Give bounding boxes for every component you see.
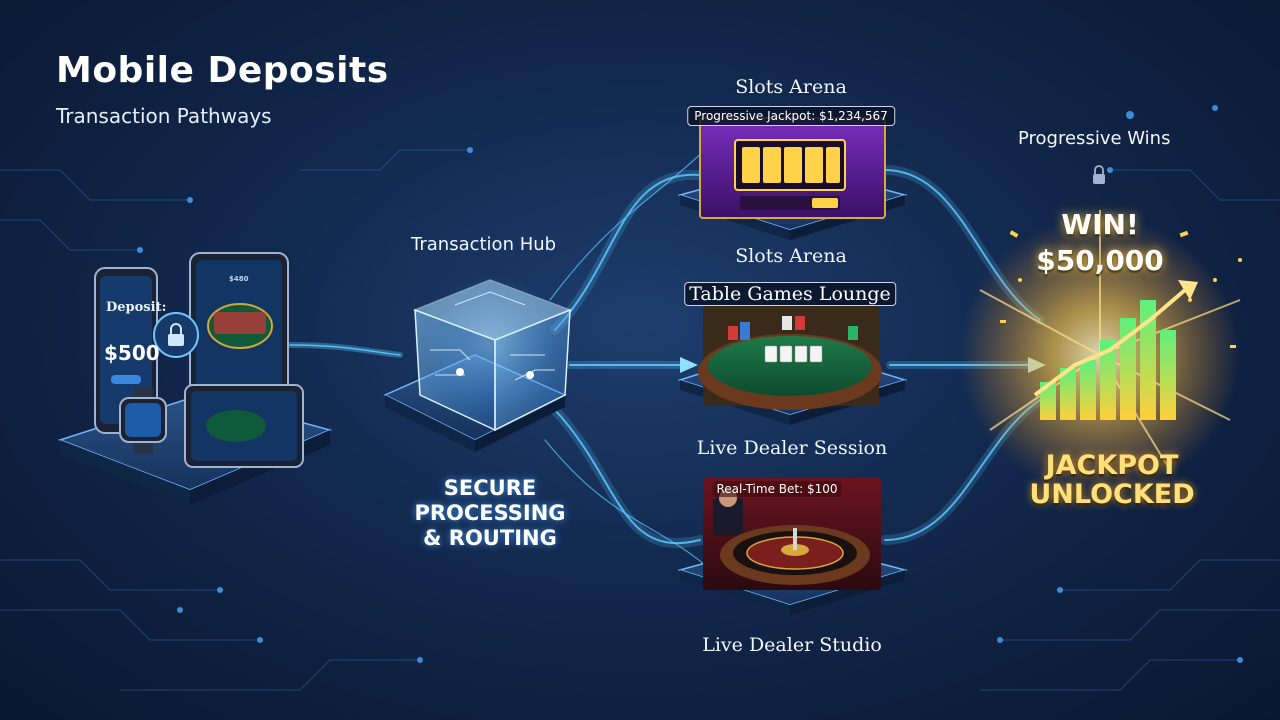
circuit-nodes [137,105,1243,663]
page-title: Mobile Deposits [56,50,389,91]
hub-caption-line: SECURE [443,476,537,500]
live-dealer-session-label: Live Dealer Session [696,437,888,459]
hub-caption: SECURE PROCESSING & ROUTING [414,476,565,551]
slots-arena-label-bottom: Slots Arena [735,245,847,267]
tablet-device-lower [184,384,304,468]
progressive-jackpot-banner: Progressive Jackpot: $1,234,567 [687,106,895,126]
live-dealer-image [703,478,881,590]
progressive-wins-label: Progressive Wins [1018,128,1171,149]
real-time-bet-banner: Real-Time Bet: $100 [712,481,842,497]
smartphone [94,267,158,434]
circuit-traces [0,149,1280,691]
lock-icon [153,312,199,358]
table-games-image [698,306,882,410]
live-dealer-studio-label: Live Dealer Studio [702,634,882,656]
lock-icon [1093,165,1105,184]
tablet-balance: $480 [229,275,249,283]
win-headline: WIN! [1061,208,1139,241]
watch-icon [119,388,167,454]
jackpot-label: JACKPOT [1045,450,1179,481]
tablet-device [189,252,289,424]
transaction-hub-label: Transaction Hub [411,234,557,255]
hub-caption-line: & ROUTING [423,526,557,550]
page-subtitle: Transaction Pathways [56,104,272,128]
slots-arena-label-top: Slots Arena [735,76,847,98]
unlocked-label: UNLOCKED [1029,479,1195,510]
cube-icon [412,275,573,432]
slot-machine-image [699,117,886,219]
win-amount: $50,000 [1036,244,1164,277]
table-games-banner: Table Games Lounge [684,282,896,306]
phone-deposit-label: Deposit: [106,300,167,315]
hub-caption-line: PROCESSING [414,501,566,525]
chart-icon [1033,280,1198,420]
flow-streams [287,149,1045,566]
phone-deposit-amount: $500 [104,341,160,365]
